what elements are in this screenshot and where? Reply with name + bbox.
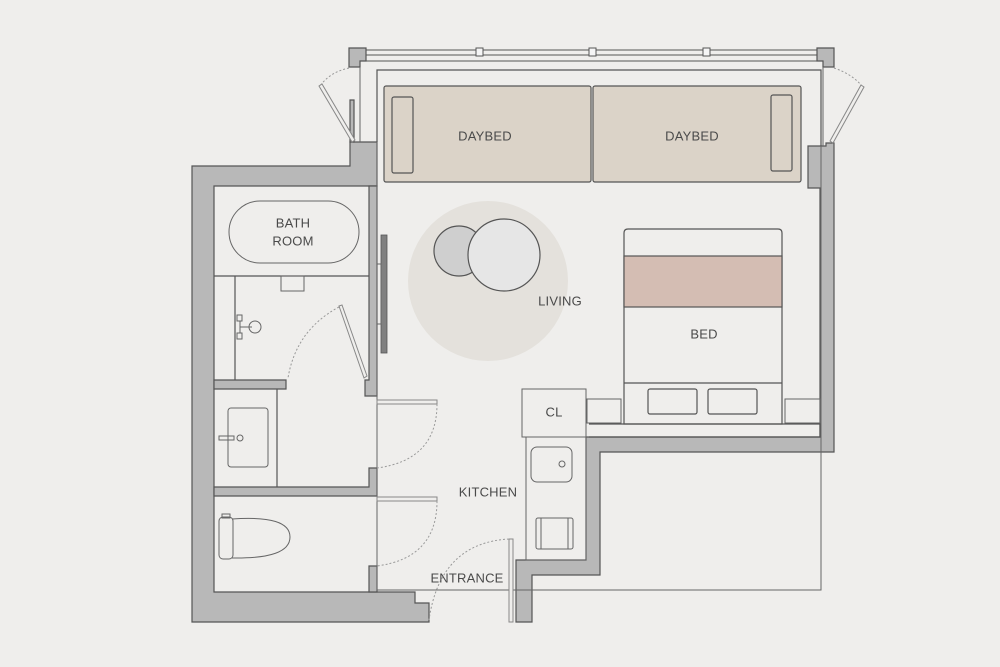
living-area: LIVING [408,201,582,361]
kitchen-counter [525,436,587,561]
bathroom-door-swing [287,306,340,379]
shower-fixture-icon [236,314,262,340]
wall-wc-entrance [368,565,378,593]
closet-label: CL [545,404,562,419]
closet: CL [521,388,587,438]
wall-right-column [515,142,835,623]
entrance-label: ENTRANCE [430,570,503,585]
bed-label: BED [690,326,717,341]
casement-window-right [829,67,865,144]
cooktop-icon [535,517,574,550]
window-post-left [348,47,367,68]
bed: BED [586,228,821,438]
bed-blanket [623,255,783,308]
bed-pillow-right [707,388,758,415]
nightstand-left [586,398,622,424]
toilet-icon [218,513,291,560]
entrance-door[interactable] [428,538,514,623]
wc-door[interactable] [376,496,438,567]
sink-icon [530,446,573,483]
bathroom-door[interactable] [338,304,368,379]
vanity-door[interactable] [376,399,438,469]
side-table [467,218,541,292]
wall-bath-to-corridor [364,185,378,397]
faucet-icon [218,434,244,442]
window-post-right [816,47,835,68]
daybed-left: DAYBED [383,85,592,183]
wc [218,513,291,560]
bathroom: BATH ROOM [214,200,369,380]
daybed-right-label: DAYBED [665,128,719,143]
sliding-panel [380,234,388,354]
daybed-right: DAYBED [592,85,802,183]
casement-window-left [318,67,356,143]
bathroom-label-line1: BATH [276,215,311,230]
wall-vanity-wc-divider [213,467,378,497]
window-strip [359,47,824,591]
daybed-left-label: DAYBED [458,128,512,143]
vanity [218,389,278,487]
walls [191,47,835,623]
nightstand-right [784,398,821,424]
bed-pillow-left [647,388,698,415]
kitchen-label: KITCHEN [459,484,517,499]
bathroom-label-line2: ROOM [272,233,313,248]
wall-bath-vanity-divider [213,379,287,390]
living-label: LIVING [538,293,582,308]
